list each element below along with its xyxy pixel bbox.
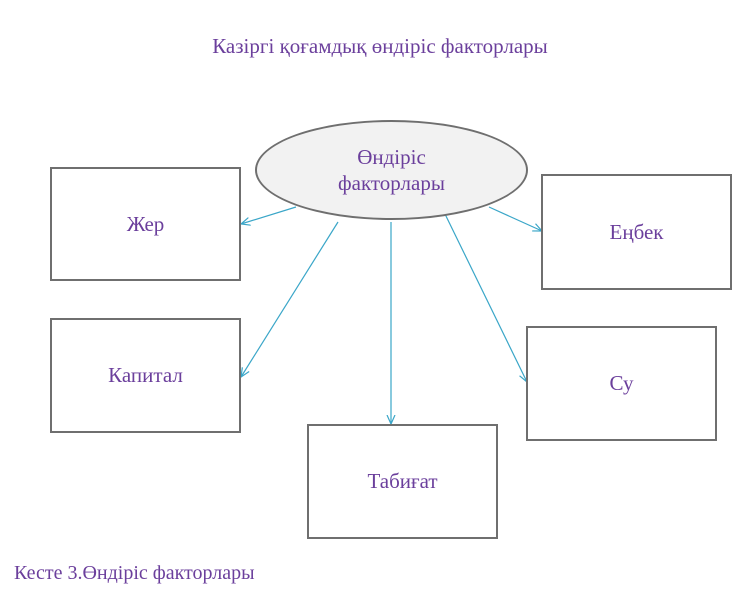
arrow-to-enbek	[488, 206, 542, 231]
box-tabigat: Табиғат	[307, 424, 498, 539]
box-tabigat-label: Табиғат	[367, 469, 438, 493]
arrow-to-zher	[241, 206, 297, 224]
box-kapital: Капитал	[50, 318, 241, 433]
diagram-title: Казіргі қоғамдық өндіріс факторлары	[212, 34, 548, 58]
arrow-to-kapital	[241, 221, 339, 377]
box-su: Су	[526, 326, 717, 441]
box-kapital-label: Капитал	[108, 363, 183, 387]
box-su-label: Су	[609, 371, 634, 395]
box-zher-label: Жер	[126, 211, 165, 236]
box-enbek-label: Еңбек	[609, 219, 664, 244]
box-zher: Жер	[50, 167, 241, 281]
box-enbek: Еңбек	[541, 174, 732, 290]
center-node-ellipse: Өндіріс факторлары	[255, 120, 528, 220]
figure-caption: Кесте 3.Өндіріс факторлары	[14, 562, 255, 584]
center-node-line1: Өндіріс	[357, 145, 426, 169]
arrow-to-su	[444, 213, 527, 382]
center-node-line2: факторлары	[338, 171, 445, 195]
